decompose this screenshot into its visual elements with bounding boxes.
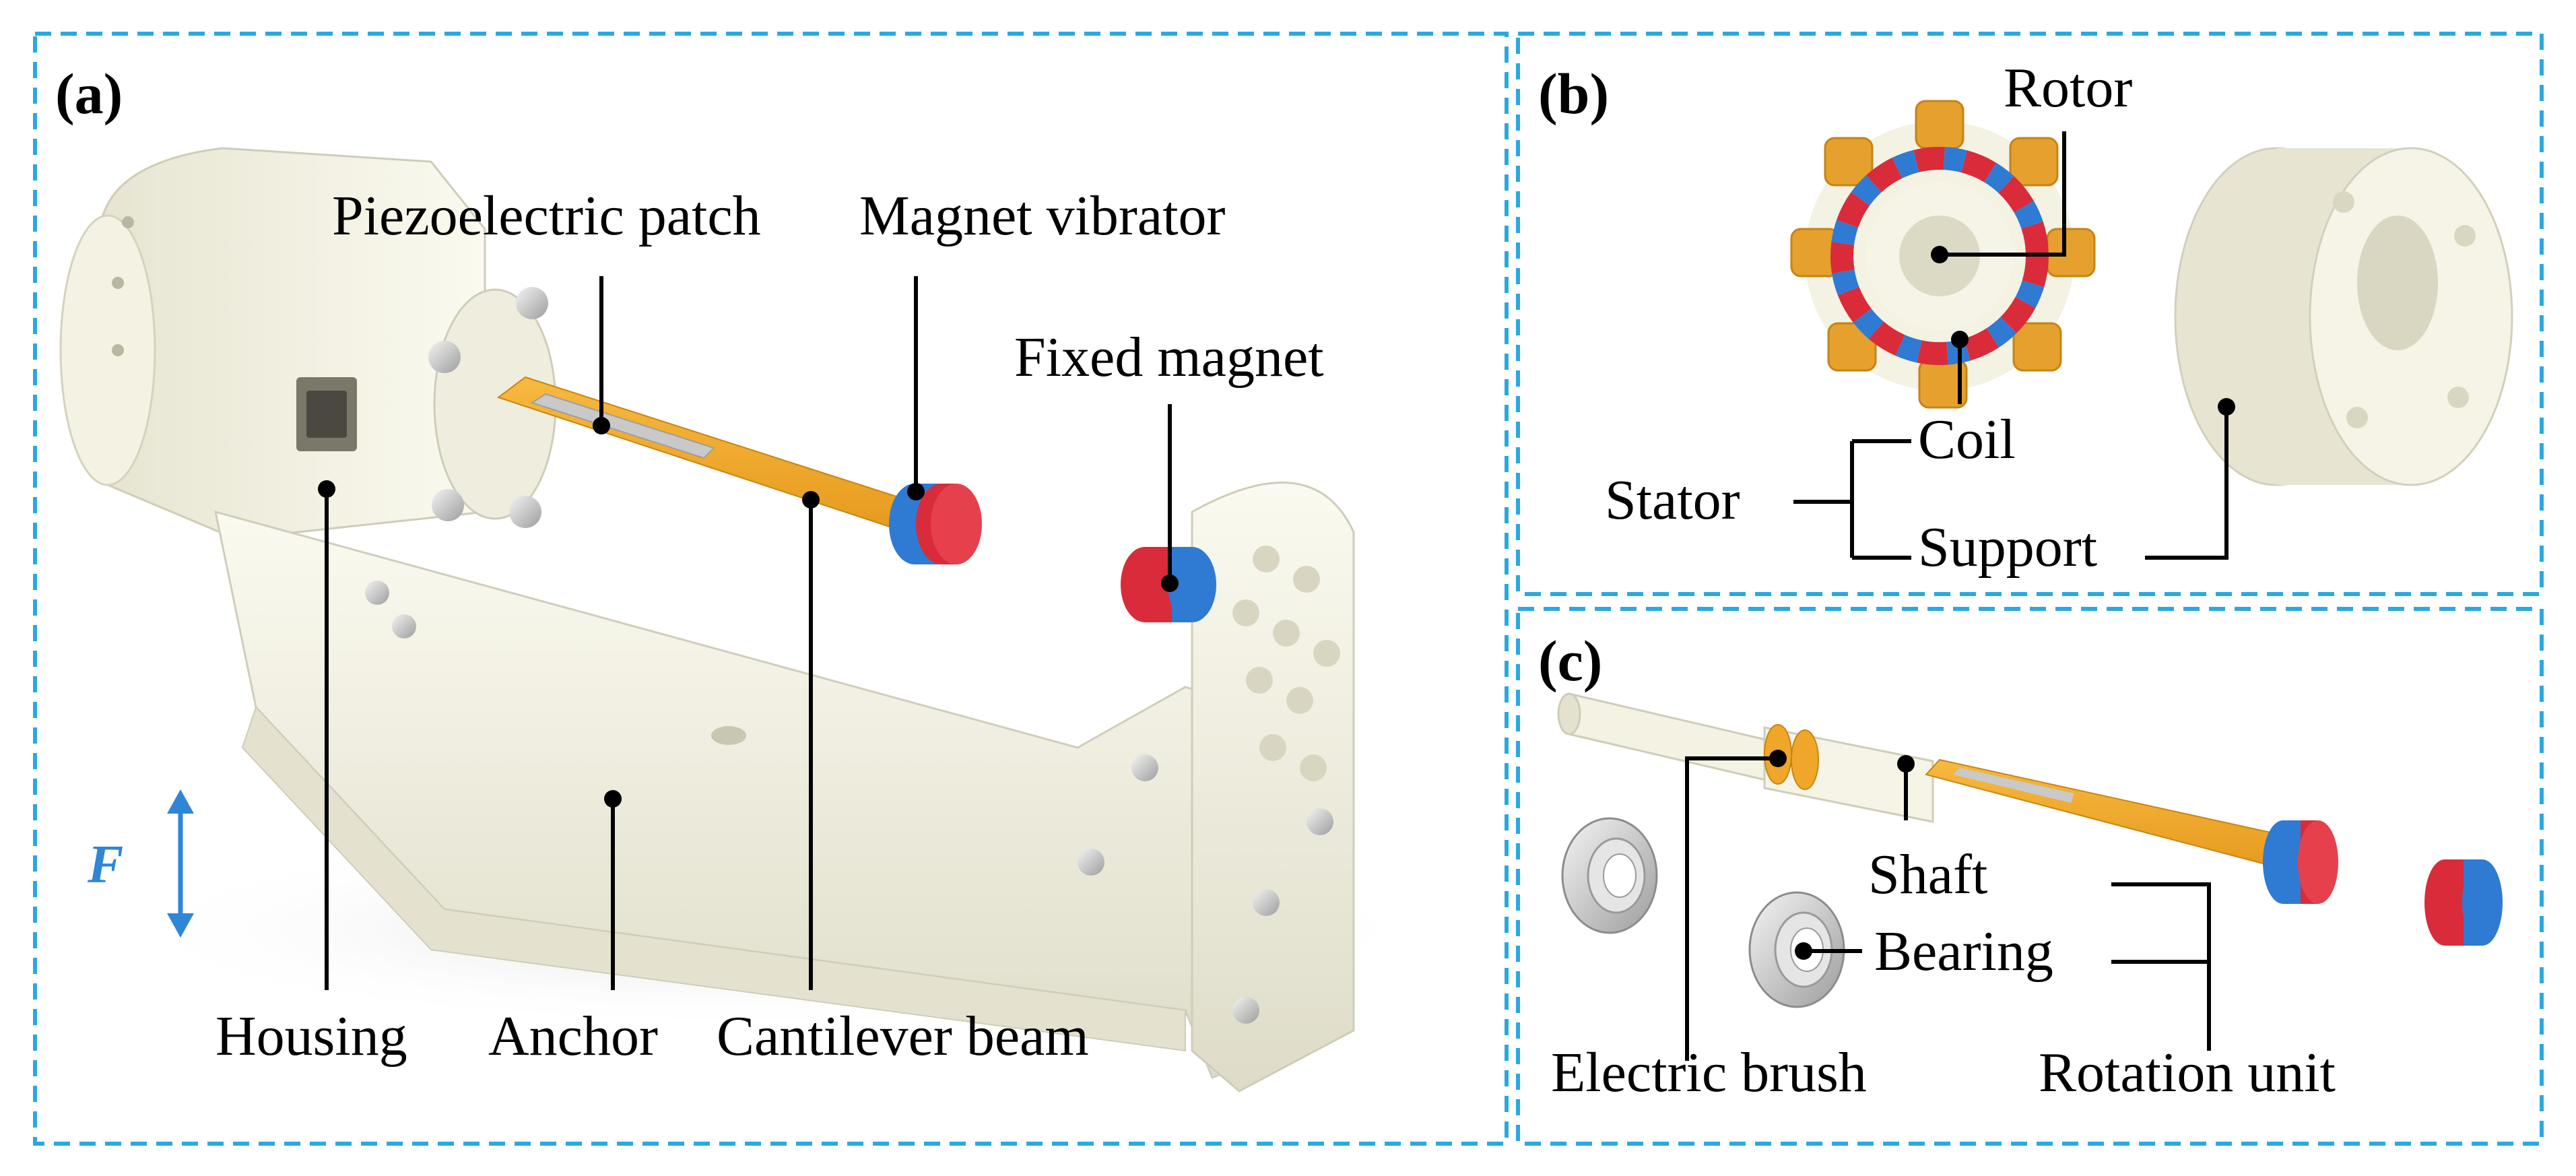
force-arrow — [167, 789, 194, 938]
panel-c-letter: (c) — [1538, 628, 1602, 693]
panel-c-leaders — [1685, 756, 2211, 1061]
label-piezoelectric-patch: Piezoelectric patch — [332, 185, 761, 247]
panel-b-frame — [1516, 32, 2544, 596]
force-label: F — [87, 835, 123, 894]
panel-a-dots — [318, 417, 1179, 808]
panel-a: (a) — [55, 61, 1448, 1092]
label-anchor: Anchor — [488, 1005, 658, 1068]
fixed-magnet-plate — [1191, 482, 1355, 1092]
housing-body — [59, 147, 486, 540]
panel-c: (c) — [1538, 628, 2503, 1104]
label-support: Support — [1918, 516, 2097, 579]
rotation-piezo-patch — [1953, 768, 2074, 803]
label-bearing: Bearing — [1874, 920, 2053, 983]
panel-a-frame — [33, 32, 1509, 1146]
label-magnet-vibrator: Magnet vibrator — [859, 185, 1226, 247]
panel-c-frame — [1516, 607, 2544, 1146]
rotation-magnet-vibrator — [2263, 820, 2338, 904]
magnet-vibrator-shape — [889, 484, 982, 564]
label-housing: Housing — [216, 1005, 407, 1068]
label-electric-brush: Electric brush — [1551, 1041, 1867, 1104]
panel-a-leaders — [325, 276, 1172, 990]
piezo-patch-shape — [530, 393, 715, 459]
label-coil: Coil — [1918, 408, 2016, 471]
label-stator: Stator — [1605, 469, 1740, 531]
fixed-magnet-shape — [1121, 547, 1216, 622]
rotation-fixed-magnet — [2424, 859, 2503, 946]
label-cantilever-beam: Cantilever beam — [717, 1005, 1089, 1068]
label-rotor: Rotor — [2004, 57, 2132, 119]
label-rotation-unit: Rotation unit — [2039, 1041, 2336, 1104]
panel-a-letter: (a) — [55, 61, 123, 126]
panel-b-dots — [1931, 246, 2235, 416]
panel-b-leaders — [1793, 131, 2228, 560]
label-fixed-magnet: Fixed magnet — [1014, 326, 1324, 389]
anchor-base — [214, 510, 1321, 1079]
panel-b-letter: (b) — [1538, 61, 1609, 126]
beam-clamp — [428, 287, 557, 528]
label-shaft: Shaft — [1868, 843, 1987, 906]
panel-c-dots — [1769, 750, 1915, 960]
bearing-left-shape — [1561, 817, 1658, 934]
panel-b: (b) — [1538, 57, 2513, 579]
